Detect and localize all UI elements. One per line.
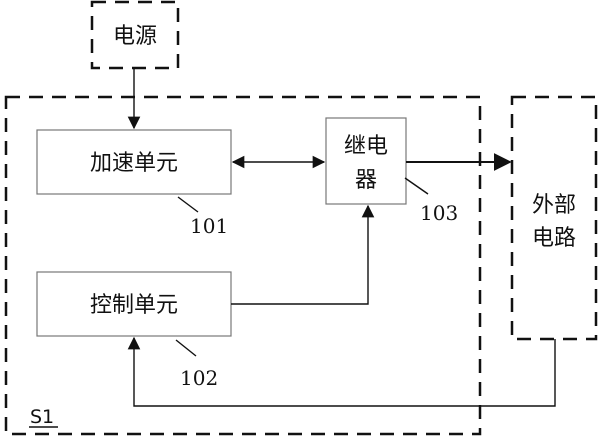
accel-unit-box xyxy=(36,129,232,195)
relay-label-2: 器 xyxy=(355,168,377,193)
ref-leader-101 xyxy=(177,196,199,213)
external-circuit-box xyxy=(510,95,598,341)
ref-leader-102 xyxy=(175,339,197,357)
system-s1-label: S1 xyxy=(30,406,54,428)
arrow-control-to-relay xyxy=(231,204,375,305)
ref-label-102: 102 xyxy=(180,366,218,390)
power-label: 电源 xyxy=(113,24,157,49)
relay-label-1: 继电 xyxy=(344,134,388,159)
arrow-external-to-control xyxy=(127,336,556,407)
ref-label-103: 103 xyxy=(420,201,458,225)
ref-leader-103 xyxy=(404,177,429,195)
external-circuit-label-1: 外部 xyxy=(532,193,576,218)
external-circuit-label-2: 电路 xyxy=(532,226,576,251)
control-unit-box xyxy=(36,271,232,337)
ref-label-101: 101 xyxy=(190,214,228,238)
relay-box xyxy=(325,117,407,205)
power-box xyxy=(90,0,180,70)
control-unit-label: 控制单元 xyxy=(90,293,178,318)
accel-unit-label: 加速单元 xyxy=(90,151,178,176)
system-s1-boundary xyxy=(4,95,482,436)
